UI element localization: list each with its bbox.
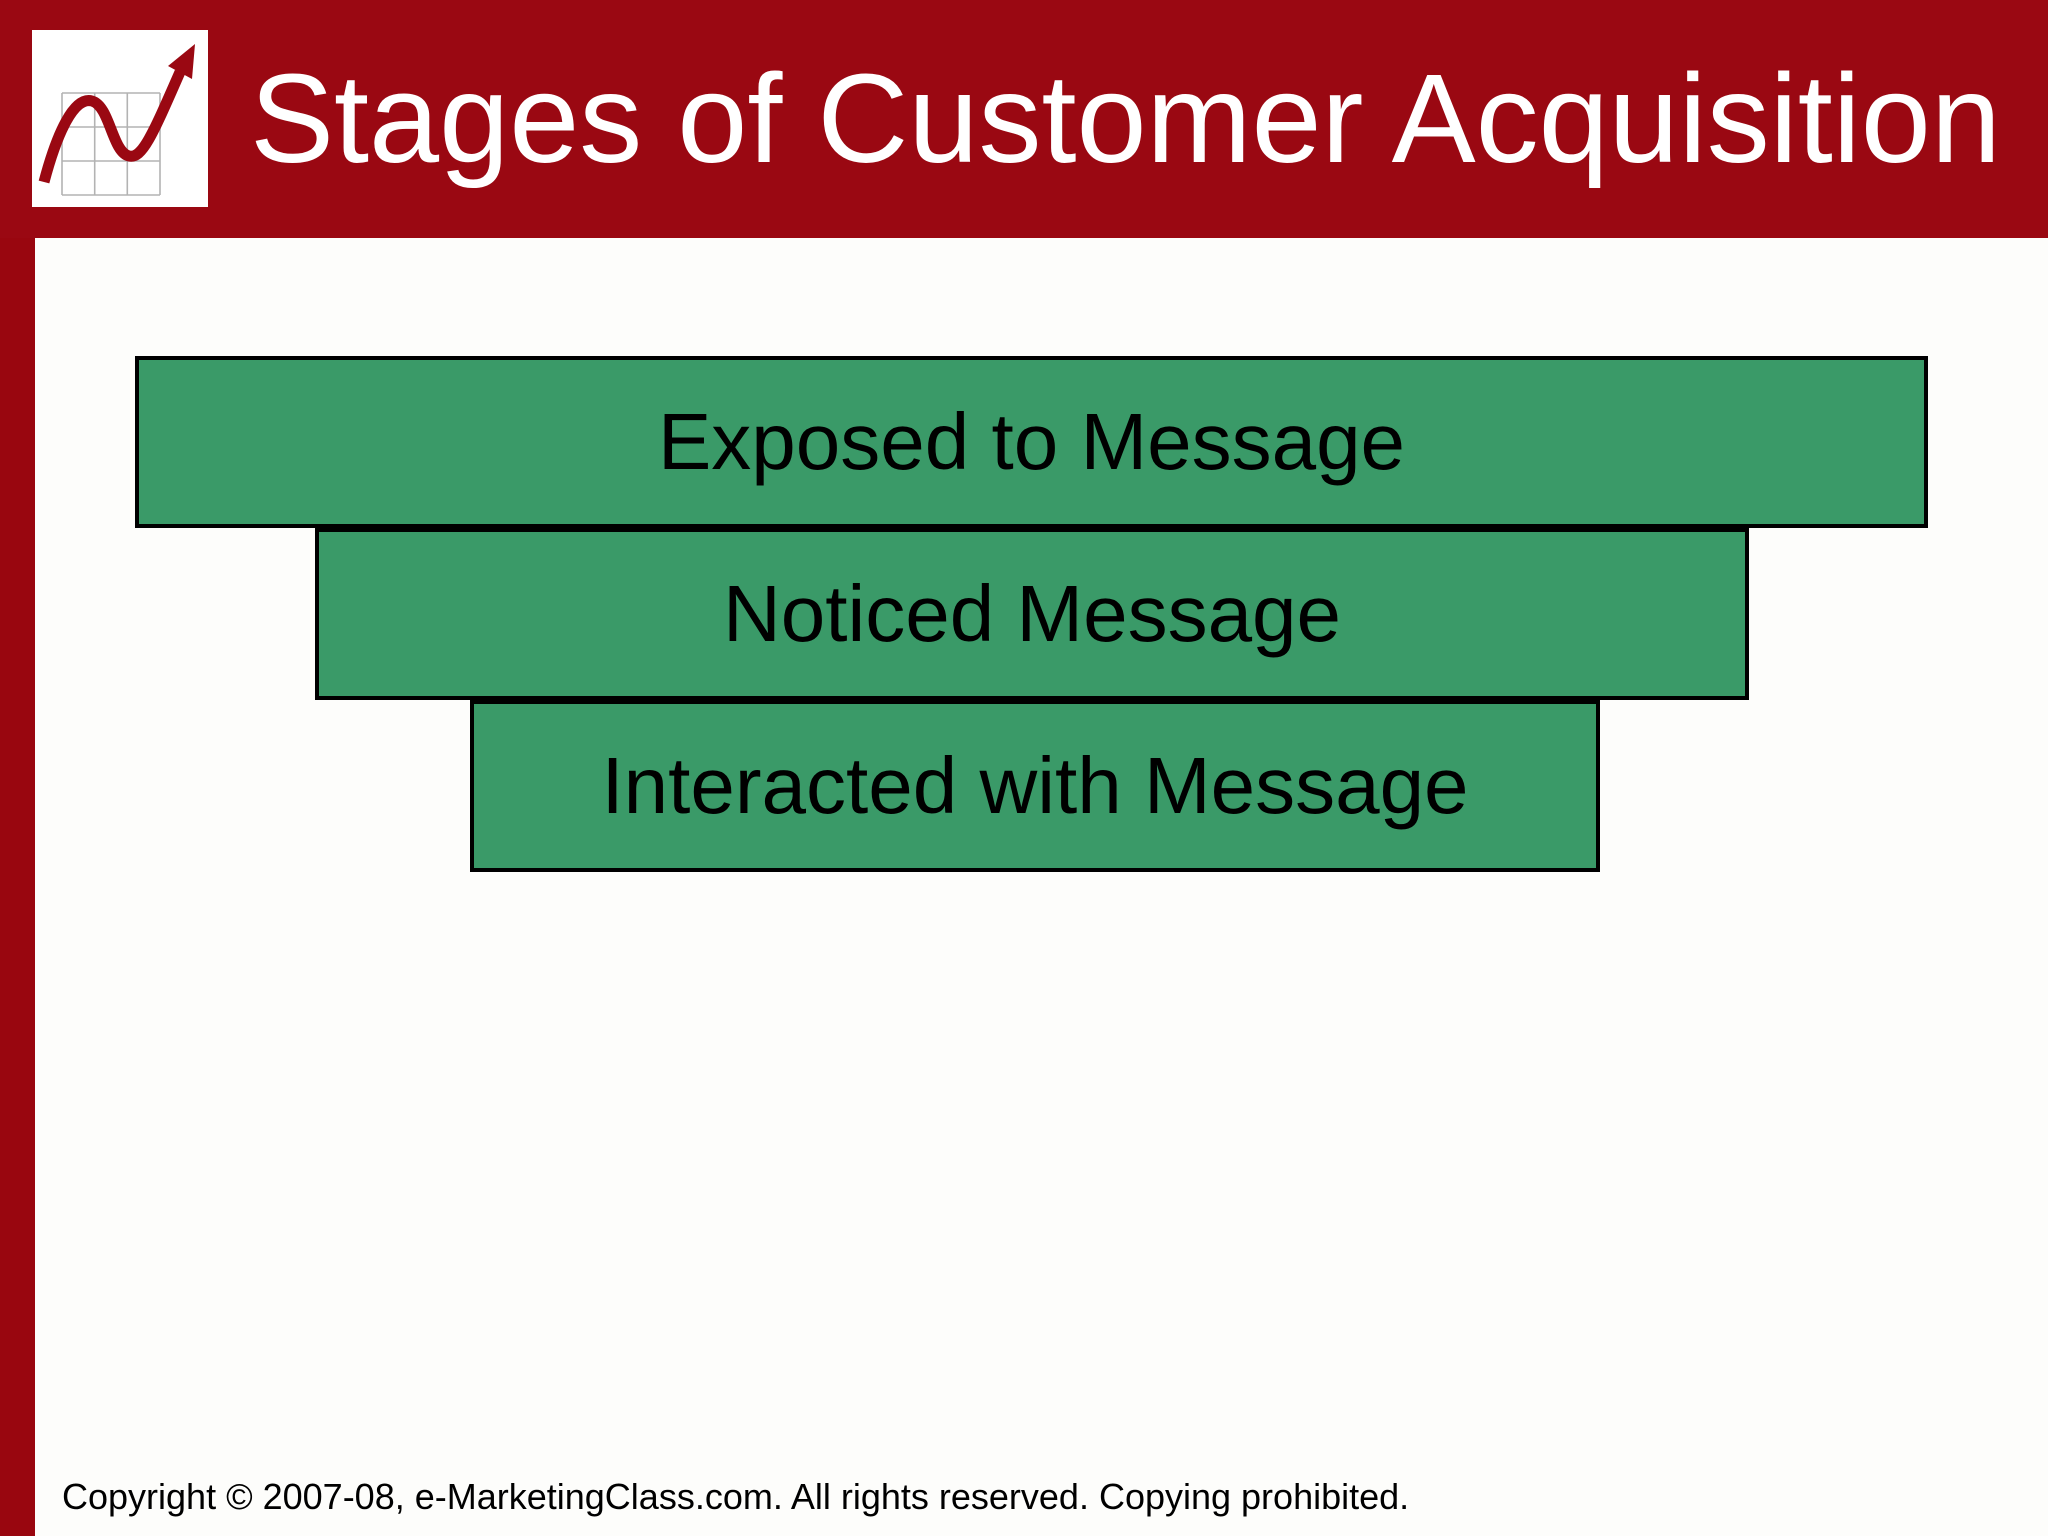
funnel-stage-interacted: Interacted with Message <box>470 700 1600 872</box>
left-accent-strip <box>0 0 35 1536</box>
logo <box>32 30 208 207</box>
funnel-stage-exposed: Exposed to Message <box>135 356 1928 528</box>
trend-chart-icon <box>32 30 208 207</box>
slide-title: Stages of Customer Acquisition <box>250 48 2001 189</box>
copyright-text: Copyright © 2007-08, e-MarketingClass.co… <box>62 1476 1410 1517</box>
slide-header: Stages of Customer Acquisition <box>0 0 2048 238</box>
funnel-stage-noticed: Noticed Message <box>315 528 1749 700</box>
